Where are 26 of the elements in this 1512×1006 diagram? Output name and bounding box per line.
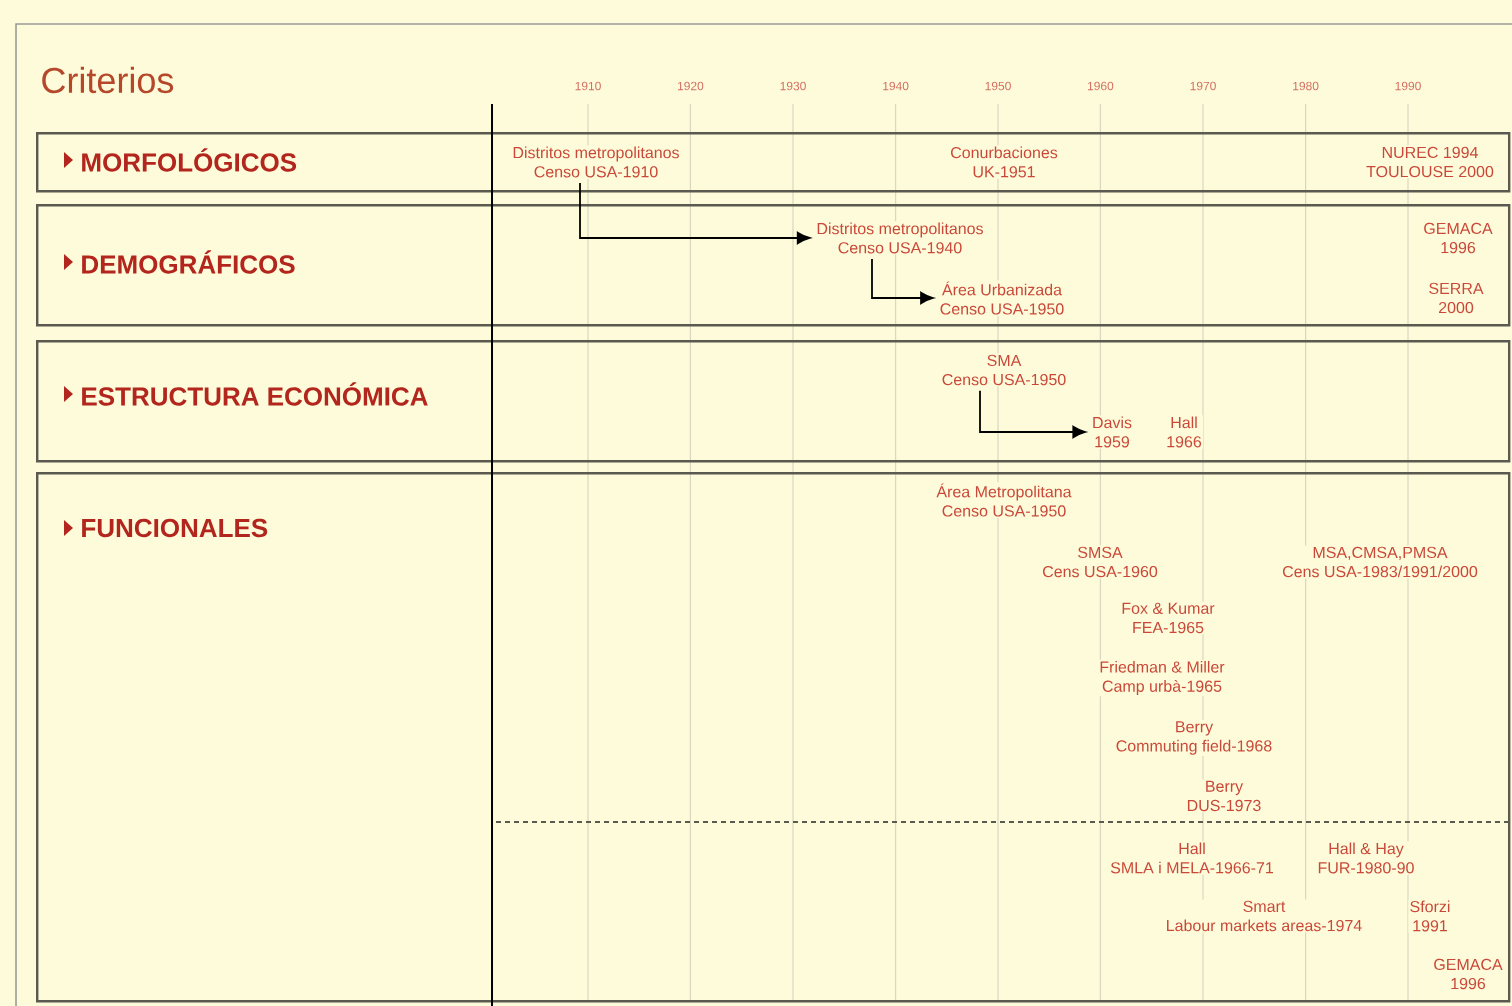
arrow <box>979 389 1087 439</box>
timeline-entry: SERRA 2000 <box>1427 281 1485 315</box>
timeline-entry: Sforzi 1991 <box>1408 899 1452 933</box>
timeline-entry: Davis 1959 <box>1090 415 1134 449</box>
timeline-entry: SMSA Cens USA-1960 <box>1041 545 1159 579</box>
timeline-entry: Hall & Hay FUR-1980-90 <box>1316 841 1416 875</box>
arrow <box>579 182 811 245</box>
timeline-entry: Hall SMLA i MELA-1966-71 <box>1109 841 1275 875</box>
timeline-entry: Berry DUS-1973 <box>1185 779 1263 813</box>
timeline-entry: Berry Commuting field-1968 <box>1114 720 1274 756</box>
timeline-entry: SMA Censo USA-1950 <box>940 353 1068 387</box>
timeline-entry: Friedman & Miller Camp urbà-1965 <box>1098 659 1226 697</box>
timeline-entry: Fox & Kumar FEA-1965 <box>1120 601 1216 635</box>
timeline-entry: Conurbaciones UK-1951 <box>949 145 1059 179</box>
title: Criterios <box>42 66 174 94</box>
timeline-entry: Área Urbanizada Censo USA-1950 <box>938 280 1066 316</box>
timeline-entry: GEMACA 1996 <box>1432 957 1504 991</box>
timeline-entry: Distritos metropolitanos Censo USA-1910 <box>511 145 681 179</box>
timeline-entry: GEMACA 1996 <box>1422 221 1494 255</box>
timeline-entry: NUREC 1994 TOULOUSE 2000 <box>1364 145 1496 179</box>
timeline-entry: MSA,CMSA,PMSA Cens USA-1983/1991/2000 <box>1280 545 1480 579</box>
timeline-entry: Hall 1966 <box>1165 415 1203 449</box>
arrow <box>871 258 934 305</box>
timeline-entry: Área Metropolitana Censo USA-1950 <box>935 482 1073 518</box>
timeline-entry: Smart Labour markets areas-1974 <box>1164 899 1364 933</box>
timeline-entry: Distritos metropolitanos Censo USA-1940 <box>815 221 985 255</box>
